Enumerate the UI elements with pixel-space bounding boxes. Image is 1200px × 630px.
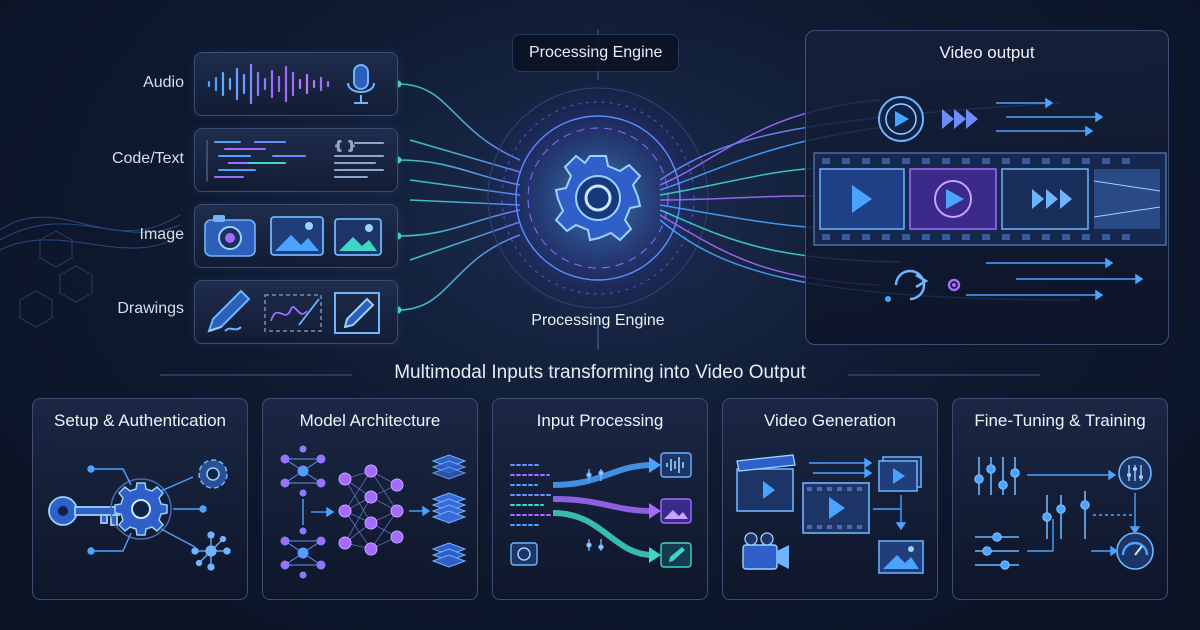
card-title: Model Architecture <box>299 411 441 430</box>
gear-icon <box>110 478 172 540</box>
gauge-icon <box>1116 532 1154 570</box>
gauge-icon <box>1118 456 1152 490</box>
play-icon <box>878 456 922 492</box>
card-input-processing[interactable]: Input Processing <box>492 398 708 600</box>
progress-ring-icon <box>885 269 961 302</box>
card-setup-authentication[interactable]: Setup & Authentication <box>32 398 248 600</box>
text-lines-icon: { } <box>334 138 384 178</box>
pencil-icon <box>660 542 692 568</box>
card-title: Video Generation <box>763 411 896 430</box>
neural-network-icon <box>280 527 326 579</box>
sliders-icon <box>974 457 1020 495</box>
video-camera-icon <box>742 532 789 570</box>
input-label-audio: Audio <box>143 74 184 91</box>
image-icon <box>660 498 692 524</box>
microphone-icon <box>347 64 375 104</box>
signature-icon <box>264 294 322 332</box>
image-icon <box>270 216 324 256</box>
play-icon <box>878 96 924 142</box>
network-icon <box>191 531 231 571</box>
film-strip-icon <box>813 152 1167 246</box>
card-fine-tuning-training[interactable]: Fine-Tuning & Training <box>952 398 1168 600</box>
card-model-architecture[interactable]: Model Architecture <box>262 398 478 600</box>
drawings-input-card[interactable] <box>194 280 398 344</box>
pencil-icon <box>207 289 251 333</box>
image-icon <box>878 540 924 574</box>
sliders-icon <box>975 532 1019 570</box>
code-editor-icon <box>206 140 306 182</box>
input-connector-dots <box>394 80 402 314</box>
video-output-title: Video output <box>939 43 1035 62</box>
flow-ribbons <box>552 462 654 558</box>
layers-icon <box>431 492 467 524</box>
input-label-code-text: Code/Text <box>111 150 184 167</box>
input-connectors <box>397 83 521 311</box>
clapperboard-icon <box>736 454 796 512</box>
fast-forward-icon <box>942 109 978 129</box>
audio-wave-icon <box>660 452 692 478</box>
image-input-card[interactable] <box>194 204 398 268</box>
code-input-card[interactable]: { } <box>194 128 398 192</box>
camera-icon <box>510 542 538 566</box>
slider-ticks <box>586 469 604 551</box>
image-icon <box>334 218 382 256</box>
gear-icon <box>198 459 228 489</box>
film-strip-icon <box>802 482 870 534</box>
input-label-image: Image <box>139 226 184 243</box>
camera-icon <box>204 215 256 257</box>
neural-network-icon <box>338 464 404 556</box>
neural-network-icon <box>280 445 326 497</box>
arrow-streams <box>996 97 1104 137</box>
gear-icon <box>554 154 642 242</box>
sliders-icon <box>1042 491 1090 539</box>
svg-text:{ }: { } <box>335 139 355 152</box>
card-title: Input Processing <box>536 411 664 430</box>
pencil-icon <box>334 292 380 334</box>
caption-text: Multimodal Inputs transforming into Vide… <box>394 362 806 383</box>
audio-wave-icon <box>207 63 330 105</box>
processing-engine-label-top: Processing Engine <box>512 34 680 72</box>
card-title: Setup & Authentication <box>53 411 227 430</box>
layers-icon <box>431 542 467 568</box>
processing-engine-label-bottom: Processing Engine <box>531 312 665 329</box>
data-lines <box>510 464 554 526</box>
arrow-streams <box>966 257 1144 301</box>
audio-input-card[interactable] <box>194 52 398 116</box>
layers-icon <box>431 454 467 480</box>
card-video-generation[interactable]: Video Generation <box>722 398 938 600</box>
input-label-drawings: Drawings <box>117 300 184 317</box>
card-title: Fine-Tuning & Training <box>974 411 1146 430</box>
diagram-caption: Multimodal Inputs transforming into Vide… <box>0 362 1200 384</box>
video-output-panel: Video output <box>805 30 1169 345</box>
